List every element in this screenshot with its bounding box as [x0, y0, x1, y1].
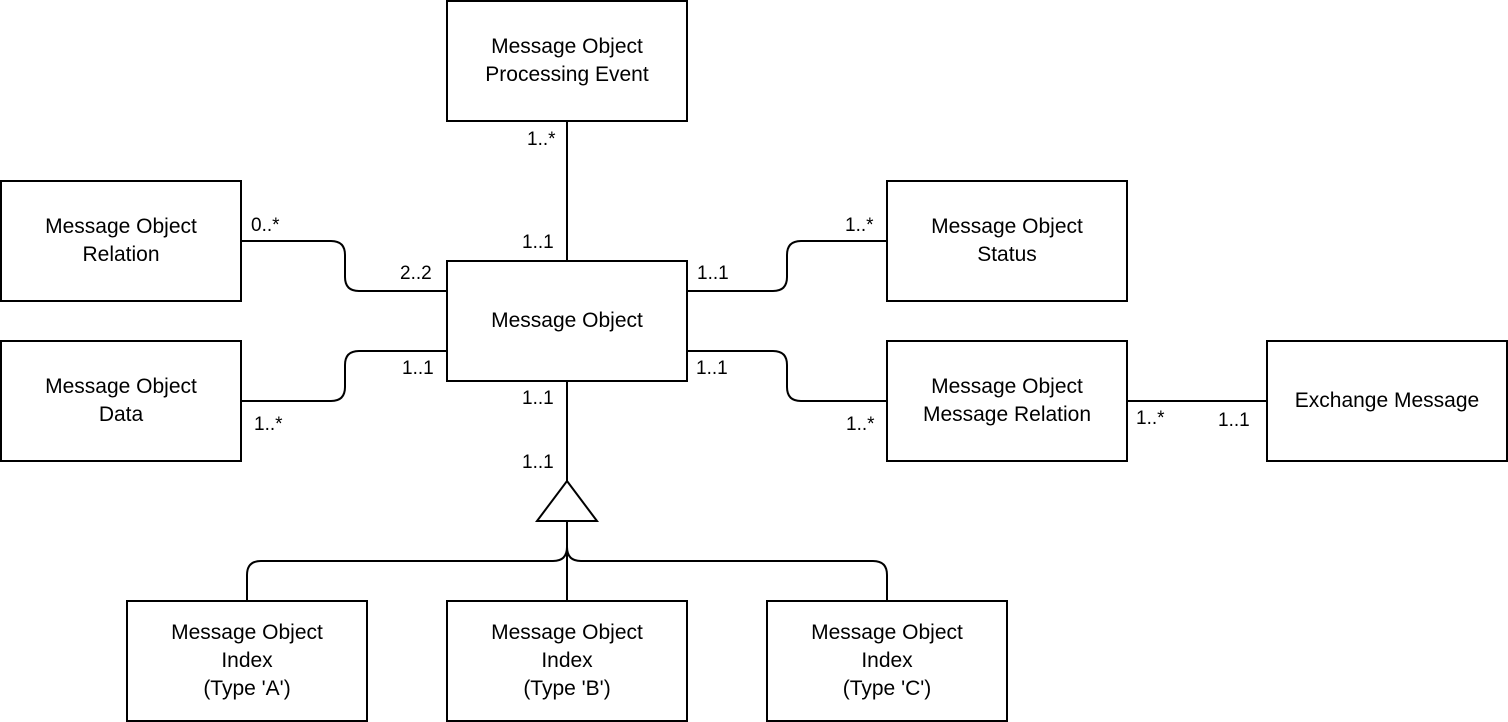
- entity-data-line-1: Message Object: [45, 375, 197, 398]
- entity-index-b-line-2: Index: [541, 649, 593, 672]
- entity-message-object[interactable]: Message Object: [446, 260, 688, 382]
- connector-index-a: [246, 521, 568, 601]
- entity-relation-line-1: Message Object: [45, 215, 197, 238]
- generalization-triangle: [535, 479, 599, 522]
- entity-processing-event-line-2: Processing Event: [485, 63, 649, 86]
- multiplicity-index-mo-end: 1..1: [522, 388, 554, 409]
- entity-index-a[interactable]: Message Object Index (Type 'A'): [126, 600, 368, 722]
- entity-index-c-line-3: (Type 'C'): [842, 677, 932, 700]
- entity-message-object-line-1: Message Object: [491, 309, 643, 332]
- entity-status-line-1: Message Object: [931, 215, 1083, 238]
- entity-index-b-line-3: (Type 'B'): [523, 677, 611, 700]
- entity-exchange-message-line-1: Exchange Message: [1294, 389, 1480, 412]
- entity-index-b[interactable]: Message Object Index (Type 'B'): [446, 600, 688, 722]
- entity-processing-event-line-1: Message Object: [491, 35, 643, 58]
- multiplicity-message-relation-end: 1..*: [846, 414, 875, 435]
- multiplicity-processing-event-mo-end: 1..1: [522, 232, 554, 253]
- entity-status[interactable]: Message Object Status: [886, 180, 1128, 302]
- entity-processing-event[interactable]: Message Object Processing Event: [446, 0, 688, 122]
- entity-index-a-line-2: Index: [221, 649, 273, 672]
- entity-relation[interactable]: Message Object Relation: [0, 180, 242, 302]
- connector-data: [241, 350, 447, 402]
- multiplicity-status-mo-end: 1..1: [697, 263, 729, 284]
- entity-index-c-line-1: Message Object: [811, 621, 963, 644]
- multiplicity-message-relation-mo-end: 1..1: [696, 358, 728, 379]
- connector-status: [687, 240, 887, 292]
- entity-index-a-line-1: Message Object: [171, 621, 323, 644]
- multiplicity-relation-mo-end: 2..2: [400, 263, 432, 284]
- multiplicity-processing-event-end: 1..*: [527, 129, 556, 150]
- entity-index-a-line-3: (Type 'A'): [203, 677, 291, 700]
- multiplicity-mr-exchange-right: 1..1: [1218, 410, 1250, 431]
- entity-exchange-message[interactable]: Exchange Message: [1266, 340, 1508, 462]
- multiplicity-index-gen-end: 1..1: [522, 452, 554, 473]
- entity-message-relation-line-2: Message Relation: [922, 403, 1092, 426]
- connector-index-c: [566, 521, 888, 601]
- entity-data-line-2: Data: [98, 403, 144, 426]
- entity-message-relation-line-1: Message Object: [931, 375, 1083, 398]
- multiplicity-mr-exchange-left: 1..*: [1136, 408, 1165, 429]
- connector-message-relation: [687, 350, 887, 402]
- entity-index-c-line-2: Index: [861, 649, 913, 672]
- entity-index-c[interactable]: Message Object Index (Type 'C'): [766, 600, 1008, 722]
- multiplicity-data-end: 1..*: [254, 414, 283, 435]
- entity-message-relation[interactable]: Message Object Message Relation: [886, 340, 1128, 462]
- entity-data[interactable]: Message Object Data: [0, 340, 242, 462]
- entity-relation-line-2: Relation: [82, 243, 160, 266]
- multiplicity-status-end: 1..*: [845, 215, 874, 236]
- connector-relation: [241, 240, 447, 292]
- multiplicity-data-mo-end: 1..1: [402, 358, 434, 379]
- entity-index-b-line-1: Message Object: [491, 621, 643, 644]
- entity-status-line-2: Status: [977, 243, 1037, 266]
- multiplicity-relation-end: 0..*: [251, 215, 280, 236]
